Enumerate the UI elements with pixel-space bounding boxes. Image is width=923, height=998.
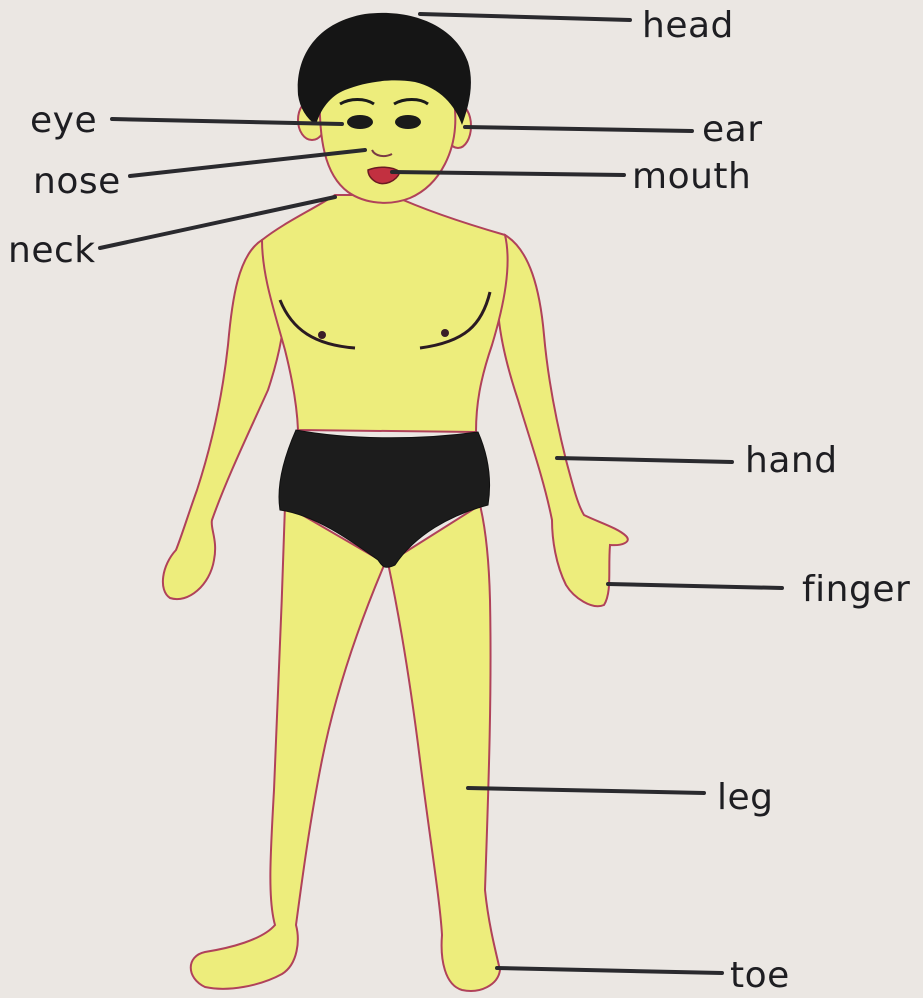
left-leg [191,505,385,989]
right-leg [388,505,500,991]
label-toe: toe [730,958,790,994]
line-ear [465,127,692,131]
line-toe [497,968,722,973]
line-leg [468,788,704,793]
line-head [420,14,630,20]
label-head: head [642,8,734,44]
line-finger [608,584,782,588]
label-leg: leg [717,780,774,816]
label-ear: ear [702,112,763,148]
label-eye: eye [30,103,97,139]
left-arm [163,240,285,599]
torso [262,195,508,432]
label-mouth: mouth [632,159,751,195]
right-arm [498,235,628,606]
label-neck: neck [8,233,96,269]
label-hand: hand [745,443,838,479]
label-finger: finger [802,572,910,608]
label-nose: nose [33,164,121,200]
line-hand [557,458,732,462]
